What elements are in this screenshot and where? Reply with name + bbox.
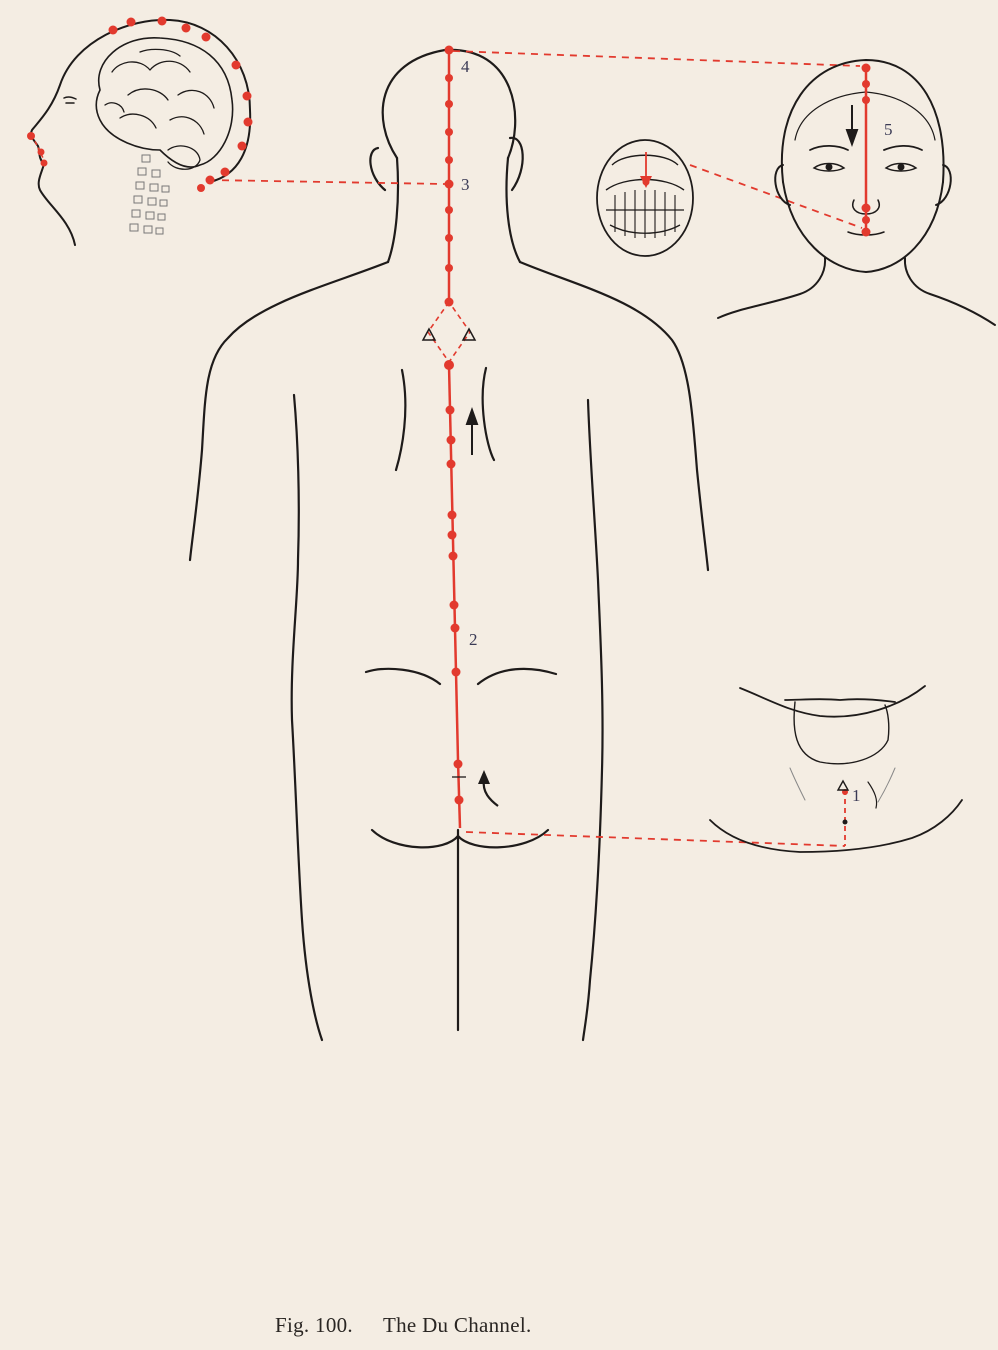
up-arrow-icon [467, 410, 477, 455]
point-label-5: 5 [884, 120, 893, 139]
point-label-2: 2 [469, 630, 478, 649]
triangle-marker-pelvic [838, 781, 848, 790]
mouth-teeth-inset [597, 140, 693, 256]
point-label-3: 3 [461, 175, 470, 194]
connector-lines [209, 51, 862, 846]
pelvic-channel [842, 789, 848, 846]
front-face-inset [718, 60, 995, 325]
curved-up-arrow-icon [478, 770, 498, 806]
point-label-1: 1 [852, 786, 861, 805]
down-arrow-icon [847, 105, 857, 144]
caption-prefix: Fig. 100. [275, 1313, 353, 1337]
figure-caption: Fig. 100. The Du Channel. [0, 1313, 998, 1338]
point-label-4: 4 [461, 57, 470, 76]
side-head-channel [27, 17, 253, 193]
pelvic-inset [710, 686, 962, 852]
side-head-brain [31, 20, 250, 245]
front-face-channel [862, 64, 871, 237]
mouth-channel [640, 152, 652, 188]
caption-title: The Du Channel. [383, 1313, 532, 1337]
du-channel-main-line [423, 46, 475, 829]
